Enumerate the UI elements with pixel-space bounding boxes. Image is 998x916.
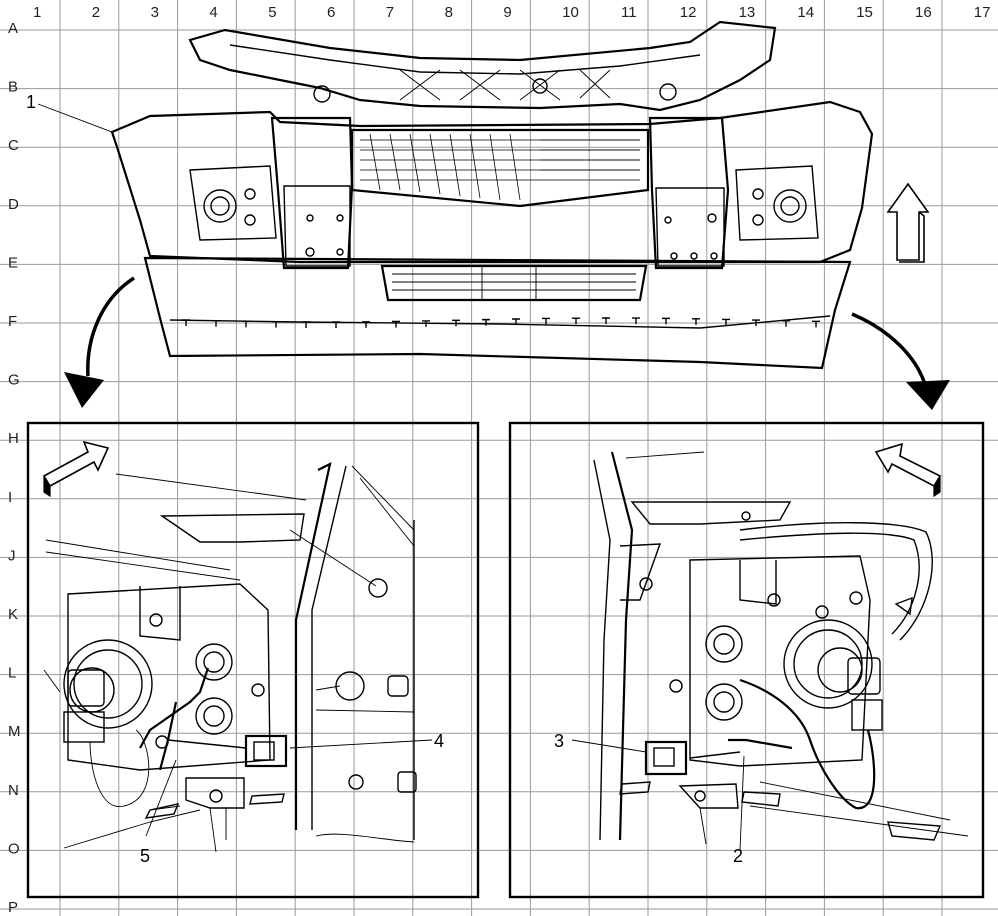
fastener (752, 319, 760, 327)
fastener (452, 319, 460, 327)
front-bumper-overview (110, 20, 874, 370)
grid-row-label: M (8, 723, 21, 740)
grid-column-label: 11 (621, 4, 637, 21)
grid-column-label: 6 (327, 4, 335, 21)
fastener (602, 317, 610, 325)
fastener (332, 321, 340, 328)
grid-row-label: F (8, 313, 17, 330)
left-detail (42, 440, 433, 853)
callout-4-leader (289, 739, 433, 749)
callout-3: 3 (554, 731, 564, 751)
grid-column-label: 17 (974, 4, 991, 21)
grid-column-label: 7 (386, 4, 394, 21)
fastener (212, 319, 220, 327)
right-detail-frame (508, 421, 985, 899)
grid-row-labels: A B C D E F G H I J K L M N O P (8, 20, 21, 916)
fastener (662, 317, 670, 325)
grid-row-label: I (8, 489, 12, 506)
grid-row-label: O (8, 840, 20, 857)
callout-2-leader (739, 755, 745, 851)
grid-column-label: 15 (856, 4, 873, 21)
curved-arrow-icon (64, 276, 135, 408)
fastener (182, 319, 190, 326)
fastener (782, 320, 790, 327)
grid-row-label: G (8, 372, 20, 389)
fastener (632, 317, 640, 325)
callout-1: 1 (26, 92, 36, 112)
grid-row-label: N (8, 782, 19, 799)
grid-row-label: K (8, 606, 18, 623)
fastener-row (182, 317, 820, 328)
grid-row-label: D (8, 196, 19, 213)
fastener (572, 317, 580, 325)
grid-column-label: 10 (562, 4, 579, 21)
up-arrow-icon (886, 182, 930, 263)
fastener (272, 320, 280, 328)
fastener (482, 318, 490, 326)
fastener (692, 318, 700, 325)
grid-column-label: 9 (503, 4, 511, 21)
callout-5: 5 (140, 846, 150, 866)
callout-4: 4 (434, 731, 444, 751)
grid-column-label: 14 (797, 4, 814, 21)
fastener (302, 321, 310, 328)
grid-column-label: 5 (268, 4, 276, 21)
fastener (722, 318, 730, 326)
grid-column-label: 2 (92, 4, 100, 21)
fastener (512, 318, 520, 325)
grid-row-label: J (8, 547, 16, 564)
callout-2: 2 (733, 846, 743, 866)
fastener (422, 320, 430, 327)
grid-row-label: P (8, 899, 18, 916)
fastener (242, 320, 250, 328)
grid-row-label: A (8, 20, 18, 37)
fastener (392, 320, 400, 328)
grid-row-label: C (8, 137, 19, 154)
curved-arrow-icon (851, 312, 950, 410)
grid-column-label: 4 (209, 4, 217, 21)
grid-row-label: H (8, 430, 19, 447)
diagonal-arrow-icon (874, 442, 942, 498)
grid-column-label: 8 (445, 4, 453, 21)
grid-row-label: L (8, 665, 16, 682)
grid-column-label: 16 (915, 4, 932, 21)
diagonal-arrow-icon (42, 440, 110, 498)
callout-1-leader (37, 103, 113, 133)
fastener (812, 320, 820, 328)
fog-lamp-connector (644, 740, 688, 776)
callout-5-leader (145, 759, 177, 837)
callout-3-leader (571, 739, 647, 753)
grid-column-label: 3 (151, 4, 159, 21)
grid-row-label: B (8, 79, 18, 96)
fog-lamp-connector (244, 734, 288, 768)
fastener (542, 317, 550, 325)
grid-row-label: E (8, 254, 18, 271)
grid-column-label: 12 (680, 4, 697, 21)
grid-column-label: 13 (739, 4, 756, 21)
fastener (362, 321, 370, 328)
left-detail-frame (26, 421, 480, 899)
grid-column-label: 1 (33, 4, 41, 21)
right-detail (571, 442, 969, 851)
